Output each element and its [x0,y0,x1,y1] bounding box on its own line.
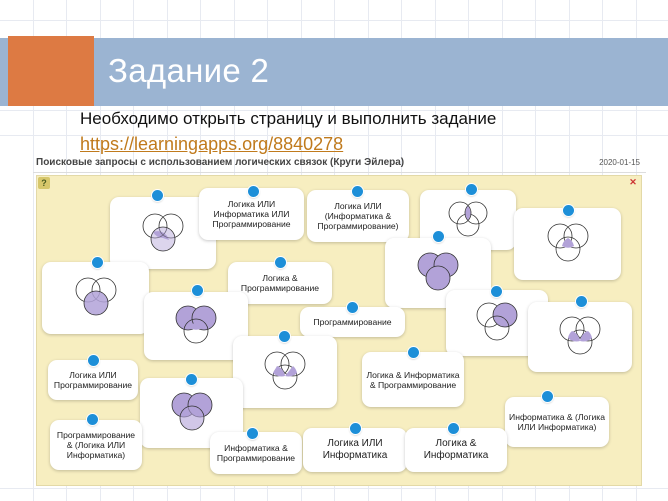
venn-card[interactable] [233,336,337,408]
venn-card[interactable] [110,197,216,269]
drag-handle-dot[interactable] [279,331,290,342]
drag-handle-dot[interactable] [347,302,358,313]
drag-handle-dot[interactable] [350,423,361,434]
venn-diagram-icon [175,305,217,344]
venn-diagram-icon [142,213,184,252]
app-header: Поисковые запросы с использованием логич… [33,156,646,173]
app-date: 2020-01-15 [599,158,640,167]
venn-card[interactable] [42,262,149,334]
title-accent [8,36,94,106]
drag-handle-dot[interactable] [192,285,203,296]
venn-diagram-icon [264,351,306,390]
title-bar [0,38,668,106]
answer-card[interactable]: Логика ИЛИ Информатика [303,428,407,472]
venn-diagram-icon [75,277,116,316]
drag-handle-dot[interactable] [87,414,98,425]
drag-handle-dot[interactable] [408,347,419,358]
venn-diagram-icon [417,252,459,291]
venn-diagram-icon [171,392,212,431]
answer-card[interactable]: Логика & Информатика & Программирование [362,352,464,407]
answer-card[interactable]: Информатика & (Логика ИЛИ Информатика) [505,397,609,447]
answer-card[interactable]: Логика ИЛИ Программирование [48,360,138,400]
answer-card[interactable]: Информатика & Программирование [210,432,302,474]
venn-card[interactable] [528,302,632,372]
drag-handle-dot[interactable] [433,231,444,242]
slide-title: Задание 2 [108,52,270,89]
venn-card[interactable] [514,208,621,280]
drag-handle-dot[interactable] [576,296,587,307]
task-link[interactable]: https://learningapps.org/8840278 [80,134,344,154]
drag-handle-dot[interactable] [88,355,99,366]
drag-handle-dot[interactable] [466,184,477,195]
answer-card[interactable]: Логика ИЛИ (Информатика & Программирован… [307,190,409,242]
drag-handle-dot[interactable] [448,423,459,434]
venn-diagram-icon [476,302,518,341]
answer-card[interactable]: Программирование & (Логика ИЛИ Информати… [50,420,142,470]
drag-handle-dot[interactable] [247,428,258,439]
drag-handle-dot[interactable] [152,190,163,201]
drag-handle-dot[interactable] [275,257,286,268]
instruction-text: Необходимо открыть страницу и выполнить … [80,109,497,128]
close-fullscreen-icon[interactable]: ✕ [629,177,637,187]
venn-diagram-icon [547,223,588,262]
venn-diagram-icon [559,316,601,355]
drag-handle-dot[interactable] [186,374,197,385]
drag-handle-dot[interactable] [352,186,363,197]
drag-handle-dot[interactable] [248,186,259,197]
drag-handle-dot[interactable] [542,391,553,402]
drag-handle-dot[interactable] [92,257,103,268]
drag-handle-dot[interactable] [491,286,502,297]
venn-card[interactable] [144,292,248,360]
app-title: Поисковые запросы с использованием логич… [36,157,405,168]
venn-diagram-icon [448,201,488,237]
help-icon[interactable]: ? [38,177,50,189]
answer-card[interactable]: Логика & Информатика [405,428,507,472]
drag-handle-dot[interactable] [563,205,574,216]
